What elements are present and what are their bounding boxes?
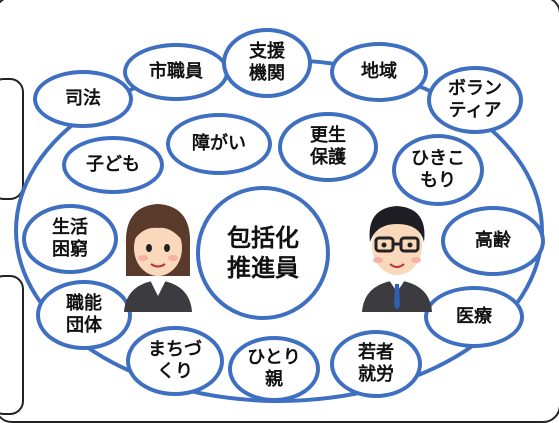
side-frame-middle — [0, 78, 24, 200]
node-poverty: 生活 困窮 — [22, 204, 118, 274]
woman-worker-icon — [124, 204, 192, 312]
side-frame-lower — [0, 275, 24, 415]
node-disability: 障がい — [166, 113, 272, 175]
man-worker-icon — [362, 206, 432, 312]
node-professional-groups: 職能 団体 — [36, 280, 132, 350]
node-rehabilitation: 更生 保護 — [278, 112, 378, 182]
node-medical: 医療 — [424, 286, 524, 348]
node-single-parent: ひとり 親 — [228, 336, 320, 402]
hub-coordinator: 包括化 推進員 — [196, 186, 330, 320]
node-youth-employment: 若者 就労 — [330, 330, 422, 398]
node-town-development: まちづ くり — [126, 326, 224, 396]
node-volunteer: ボラン ティア — [427, 66, 523, 134]
node-hikikomori: ひきこ もり — [392, 134, 484, 206]
node-justice: 司法 — [33, 70, 133, 128]
node-children: 子ども — [62, 136, 164, 194]
node-support-agency: 支援 機関 — [222, 28, 312, 98]
node-community: 地域 — [330, 42, 428, 102]
node-city-staff: 市職員 — [123, 43, 229, 101]
node-elderly: 高齢 — [441, 206, 545, 276]
